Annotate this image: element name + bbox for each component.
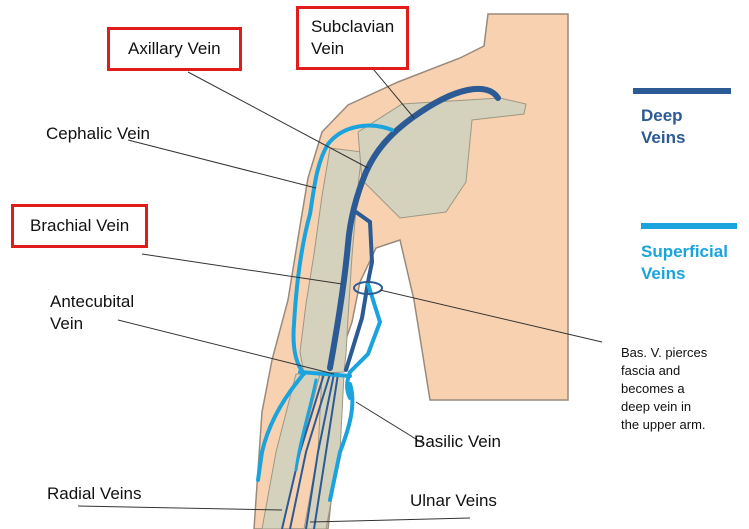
basilic-piercing-note: Bas. V. pierces fascia and becomes a dee…: [621, 344, 707, 434]
ulnar-veins-label: Ulnar Veins: [410, 490, 497, 512]
legend-deep-line2: Veins: [641, 128, 685, 147]
legend-deep-line1: Deep: [641, 106, 683, 125]
legend-superficial-line2: Veins: [641, 264, 685, 283]
subclavian-label-line2: Vein: [311, 39, 344, 58]
note-line-1: Bas. V. pierces: [621, 344, 707, 362]
axillary-vein-label: Axillary Vein: [107, 27, 242, 71]
cephalic-vein-label: Cephalic Vein: [46, 123, 150, 145]
subclavian-vein-label: Subclavian Vein: [296, 6, 409, 70]
antecubital-label-line1: Antecubital: [50, 292, 134, 311]
legend-superficial-swatch: [641, 223, 737, 229]
antecubital-vein-label: Antecubital Vein: [50, 291, 134, 335]
note-line-4: deep vein in: [621, 398, 707, 416]
legend-deep-swatch: [633, 88, 731, 94]
leader-cephalic: [128, 140, 316, 188]
brachial-vein-label: Brachial Vein: [11, 204, 148, 248]
legend-superficial-line1: Superficial: [641, 242, 728, 261]
leader-radial: [78, 506, 282, 510]
note-line-2: fascia and: [621, 362, 707, 380]
radial-veins-label: Radial Veins: [47, 483, 142, 505]
subclavian-label-line1: Subclavian: [311, 17, 394, 36]
leader-ulnar: [310, 518, 470, 522]
legend-superficial-label: Superficial Veins: [641, 241, 728, 285]
legend-deep-label: Deep Veins: [641, 105, 685, 149]
antecubital-label-line2: Vein: [50, 314, 83, 333]
basilic-vein-label: Basilic Vein: [414, 431, 501, 453]
note-line-5: the upper arm.: [621, 416, 707, 434]
note-line-3: becomes a: [621, 380, 707, 398]
